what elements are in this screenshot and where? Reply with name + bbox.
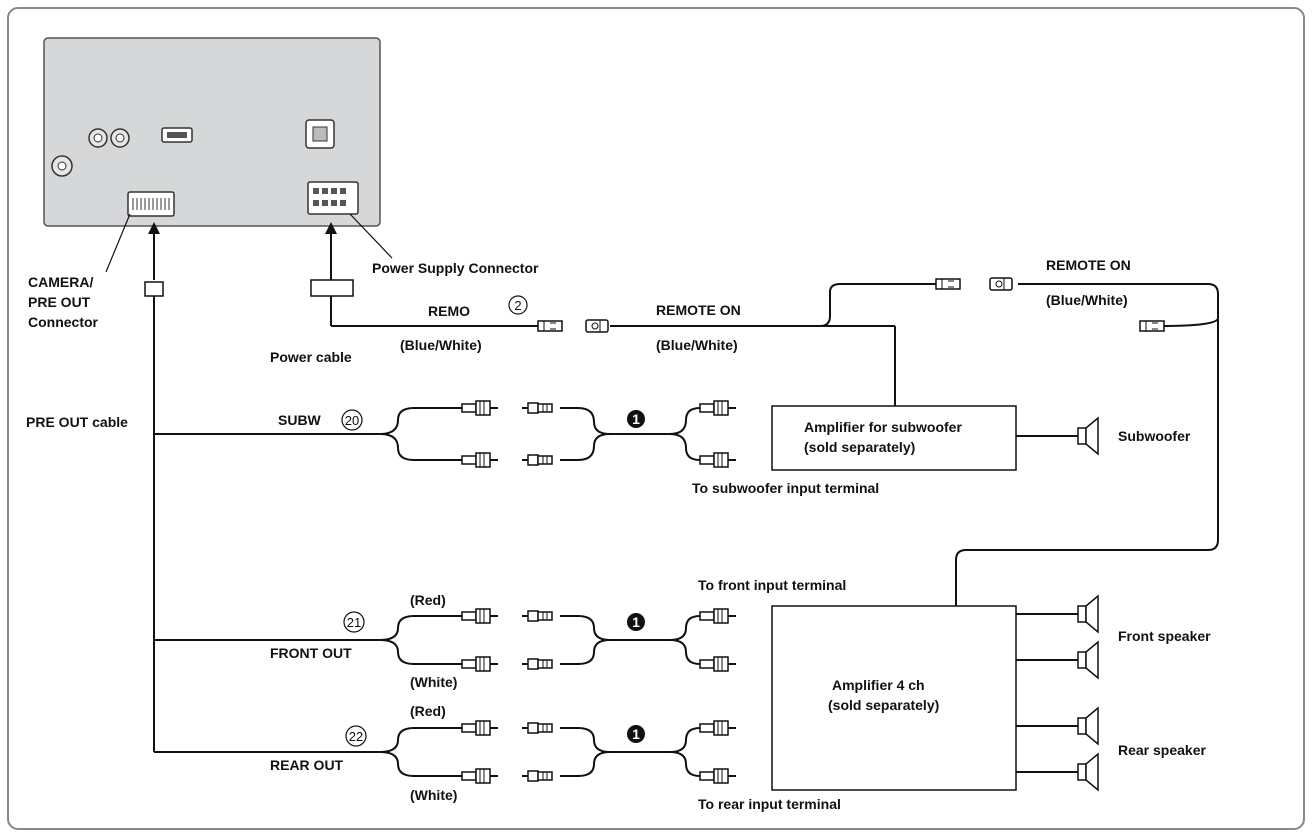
front-speaker-label: Front speaker: [1118, 628, 1211, 644]
power-cable-label: Power cable: [270, 349, 352, 365]
extension-cable-badge: 1: [627, 613, 645, 631]
rear-red-label: (Red): [410, 703, 446, 719]
pin-number-rear: 22: [345, 725, 367, 747]
svg-text:1: 1: [632, 411, 640, 427]
pin-number-front: 21: [343, 611, 365, 633]
camera-preout-label: Connector: [28, 314, 99, 330]
camera-preout-connector-icon: [127, 191, 175, 217]
svg-text:21: 21: [347, 615, 361, 630]
remo-color-label: (Blue/White): [400, 337, 482, 353]
svg-text:2: 2: [514, 298, 521, 313]
arrow-up-icon: [148, 222, 160, 234]
arrow-up-icon: [325, 222, 337, 234]
to-rear-input-label: To rear input terminal: [698, 796, 841, 812]
power-supply-connector-label: Power Supply Connector: [372, 260, 539, 276]
front-out-label: FRONT OUT: [270, 645, 352, 661]
remote-on-color-label: (Blue/White): [1046, 292, 1128, 308]
remote-on-label: REMOTE ON: [656, 302, 741, 318]
subwoofer-label: Subwoofer: [1118, 428, 1191, 444]
rear-out-label: REAR OUT: [270, 757, 344, 773]
amplifier-4ch-box: Amplifier 4 ch (sold separately): [771, 605, 1017, 791]
front-red-label: (Red): [410, 592, 446, 608]
remo-label: REMO: [428, 303, 470, 319]
amplifier-subwoofer-box: Amplifier for subwoofer (sold separately…: [771, 405, 1017, 471]
svg-text:Amplifier 4 ch: Amplifier 4 ch: [832, 677, 925, 693]
svg-text:(sold separately): (sold separately): [828, 697, 939, 713]
front-white-label: (White): [410, 674, 457, 690]
svg-text:1: 1: [632, 726, 640, 742]
svg-text:(sold separately): (sold separately): [804, 439, 915, 455]
remote-on-label: REMOTE ON: [1046, 257, 1131, 273]
camera-preout-label: PRE OUT: [28, 294, 91, 310]
rear-white-label: (White): [410, 787, 457, 803]
pin-number-remo: 2: [508, 295, 528, 315]
svg-text:1: 1: [632, 614, 640, 630]
subw-label: SUBW: [278, 412, 322, 428]
pin-number-subw: 20: [341, 409, 363, 431]
square-port-icon: [305, 119, 335, 149]
to-front-input-label: To front input terminal: [698, 577, 846, 593]
power-supply-connector-icon: [307, 181, 359, 215]
head-unit: [43, 37, 381, 227]
pre-out-cable-label: PRE OUT cable: [26, 414, 128, 430]
remote-on-color-label: (Blue/White): [656, 337, 738, 353]
svg-text:Amplifier for subwoofer: Amplifier for subwoofer: [804, 419, 962, 435]
svg-text:20: 20: [345, 413, 359, 428]
usb-port-icon: [161, 127, 193, 143]
camera-preout-label: CAMERA/: [28, 274, 93, 290]
svg-text:22: 22: [349, 729, 363, 744]
to-subwoofer-input-label: To subwoofer input terminal: [692, 480, 879, 496]
extension-cable-badge: 1: [627, 410, 645, 428]
rear-speaker-label: Rear speaker: [1118, 742, 1207, 758]
extension-cable-badge: 1: [627, 725, 645, 743]
